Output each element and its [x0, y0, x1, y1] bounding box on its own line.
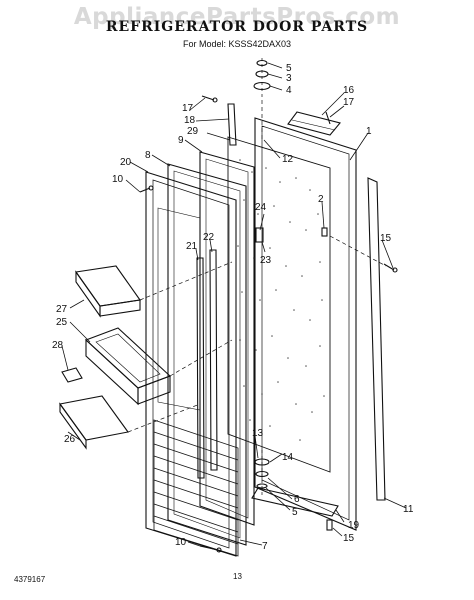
callout-28: 28: [52, 340, 64, 351]
screw-10-bottom: [199, 545, 222, 553]
side-trim-strip: [367, 177, 386, 501]
model-line: For Model: KSSS42DAX03: [182, 39, 292, 49]
callout-24: 24: [255, 202, 267, 213]
callout-29: 29: [187, 126, 199, 137]
shelf-rails: [196, 249, 218, 479]
callout-26: 26: [64, 434, 76, 445]
callout-2: 2: [318, 194, 324, 205]
document-number: 4379167: [14, 575, 46, 584]
callout-5-bottom: 5: [292, 507, 298, 518]
front-door-frame: [145, 171, 237, 557]
kick-plate: [59, 395, 129, 450]
callout-10-bottom: 10: [175, 537, 187, 548]
page-number: 13: [233, 572, 242, 581]
screw-17-top: [201, 95, 218, 103]
callout-11: 11: [403, 504, 414, 515]
callout-5-top: 5: [286, 63, 292, 74]
callout-14: 14: [282, 452, 294, 463]
callout-19: 19: [348, 520, 360, 531]
callout-10-top: 10: [112, 174, 124, 185]
callout-8: 8: [145, 150, 151, 161]
screw-17-right: [325, 111, 331, 125]
diagram-title: REFRIGERATOR DOOR PARTS: [105, 19, 369, 35]
screw-2: [321, 227, 328, 237]
watermark: AppliancePartsPros.com: [73, 4, 401, 30]
callout-4: 4: [286, 85, 292, 96]
hinge-pin: [227, 103, 237, 146]
callout-18: 18: [184, 115, 196, 126]
callout-15-bottom: 15: [343, 533, 355, 544]
callout-25: 25: [56, 317, 68, 328]
callout-17-left: 17: [182, 103, 194, 114]
callout-9: 9: [178, 135, 184, 146]
foam-insulation: [227, 136, 331, 473]
callout-17-right: 17: [343, 97, 355, 108]
inner-door-liner: [167, 163, 247, 546]
top-hinge-plate: [287, 111, 341, 136]
callout-22: 22: [203, 232, 215, 243]
callout-21: 21: [186, 241, 198, 252]
screw-15-side: [383, 263, 398, 273]
callout-20: 20: [120, 157, 132, 168]
callout-12: 12: [282, 154, 294, 165]
callout-27: 27: [56, 304, 68, 315]
door-bin: [75, 265, 141, 318]
top-washers: [253, 58, 271, 100]
callout-7: 7: [262, 541, 268, 552]
bottom-washers: [254, 450, 270, 498]
callout-16: 16: [343, 85, 355, 96]
callout-1: 1: [366, 126, 372, 137]
callout-3: 3: [286, 73, 292, 84]
dairy-compartment: [84, 327, 172, 406]
callout-6: 6: [294, 494, 300, 505]
screw-10-top: [139, 185, 154, 193]
dairy-latch: [61, 367, 83, 383]
door-outer-panel: [254, 117, 357, 531]
callout-13: 13: [252, 428, 264, 439]
retainer-clip: [255, 227, 264, 243]
assembly-lines: [127, 100, 387, 433]
callout-15-side: 15: [380, 233, 392, 244]
leader-lines: [61, 62, 407, 547]
louvered-panel: [153, 419, 239, 557]
callout-23: 23: [260, 255, 272, 266]
screw-15-bottom: [326, 519, 333, 531]
